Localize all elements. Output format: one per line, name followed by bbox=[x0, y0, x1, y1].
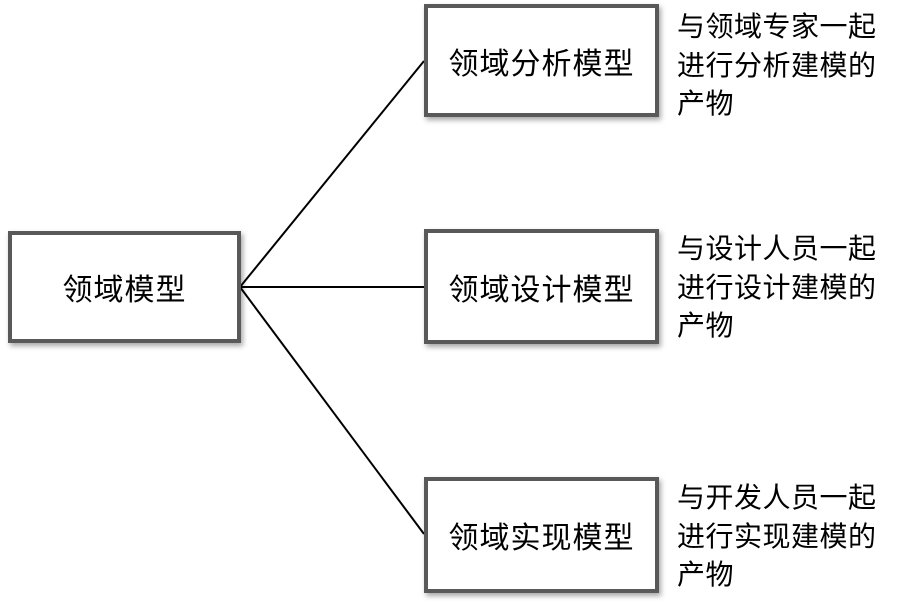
connector-root-to-analysis bbox=[239, 60, 425, 288]
node-domain-analysis-model: 领域分析模型 bbox=[424, 4, 659, 117]
node-domain-design-model: 领域设计模型 bbox=[424, 229, 659, 344]
note-line: 进行设计建模的 bbox=[677, 271, 877, 303]
node-domain-analysis-model-label: 领域分析模型 bbox=[448, 47, 635, 81]
note-domain-design: 与设计人员一起 进行设计建模的 产物 bbox=[677, 230, 902, 346]
node-domain-implementation-model-label: 领域实现模型 bbox=[448, 522, 635, 555]
note-domain-analysis: 与领域专家一起 进行分析建模的 产物 bbox=[677, 8, 902, 124]
note-domain-implementation: 与开发人员一起 进行实现建模的 产物 bbox=[677, 479, 902, 595]
node-domain-model: 领域模型 bbox=[8, 231, 241, 343]
note-line: 与开发人员一起 bbox=[677, 482, 877, 513]
note-line: 与设计人员一起 bbox=[677, 233, 877, 264]
note-line: 进行分析建模的 bbox=[677, 49, 877, 81]
node-domain-design-model-label: 领域设计模型 bbox=[448, 273, 635, 307]
note-line: 与领域专家一起 bbox=[677, 11, 877, 42]
node-domain-implementation-model: 领域实现模型 bbox=[424, 477, 659, 593]
note-line: 产物 bbox=[677, 559, 735, 590]
note-line: 产物 bbox=[677, 88, 735, 119]
note-line: 产物 bbox=[677, 310, 735, 341]
note-line: 进行实现建模的 bbox=[677, 520, 877, 552]
node-domain-model-label: 领域模型 bbox=[62, 274, 187, 307]
connector-root-to-implementation bbox=[239, 286, 425, 535]
